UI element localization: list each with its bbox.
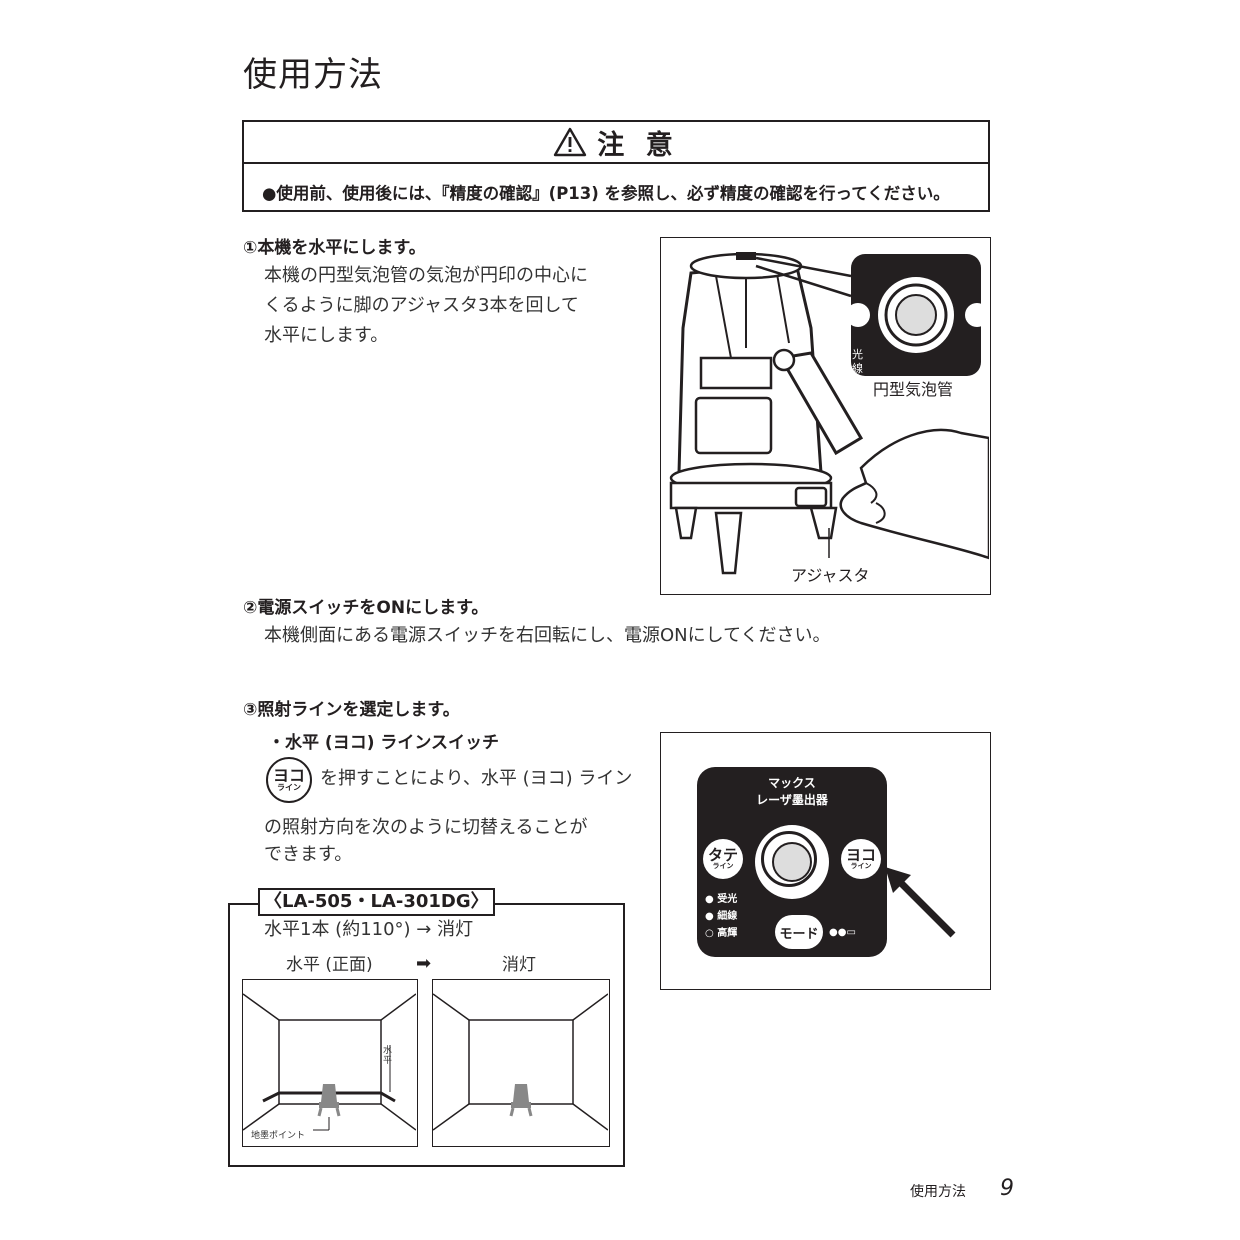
step3-subtitle: ・水平 (ヨコ) ラインスイッチ [268,733,500,753]
bubble-vial [755,825,829,899]
caution-heading-text: 注 意 [597,129,679,161]
laser-level-drawing: 光 線 円型気泡管 アジャスタ [669,252,991,585]
control-panel: マックス レーザ墨出器 タテ ライン ヨコ ライン ● 受光 ● 細線 ○ 高輝… [697,767,887,957]
indicator-receive: 受光 [717,894,738,905]
indicator-fine: 細線 [717,911,738,922]
state-horizontal-label: 水平 (正面) [286,955,373,975]
step2-text: 本機側面にある電源スイッチを右回転にし、電源ONにしてください。 [264,625,831,646]
control-panel-illustration: マックス レーザ墨出器 タテ ライン ヨコ ライン ● 受光 ● 細線 ○ 高輝… [660,732,991,990]
model-sequence: 水平1本 (約110°) → 消灯 [264,919,474,940]
step3-line-1: を押すことにより、水平 (ヨコ) ライン [320,768,633,789]
battery-icon: ●●▭ [829,927,856,938]
caution-heading: 注 意 [244,122,988,164]
page-title: 使用方法 [243,55,383,95]
step1-line-3: 水平にします。 [264,325,389,346]
yoko-line-button[interactable]: ヨコ ライン [841,839,881,879]
footer-section-label: 使用方法 [910,1184,966,1200]
inset-label-1: 光 [852,347,863,361]
brand-line-2: レーザ墨出器 [756,793,828,807]
step1-line-2: くるように脚のアジャスタ3本を回して [264,295,579,316]
horizontal-line-label: 水平 [383,1046,393,1066]
inset-label-2: 線 [852,361,863,375]
leveling-illustration: 光 線 円型気泡管 アジャスタ [660,237,991,595]
model-label: 〈LA-505・LA-301DG〉 [258,888,495,916]
step1-line-1: 本機の円型気泡管の気泡が円印の中心に [264,265,588,286]
warning-triangle-icon [554,127,587,157]
brand-line-1: マックス [768,776,816,790]
step3-line-2: の照射方向を次のように切替えることが [264,817,588,838]
ground-point-label: 地墨ポイント [251,1131,306,1141]
bubble-level-label: 円型気泡管 [873,380,953,399]
step2-title: ②電源スイッチをONにします。 [243,598,489,618]
tate-sub: ライン [712,862,734,870]
tate-main: タテ [707,846,738,864]
tate-line-button[interactable]: タテ ライン [703,839,743,879]
caution-text: ●使用前、使用後には、『精度の確認』(P13) を参照し、必ず精度の確認を行って… [262,184,950,203]
caution-box: 注 意 ●使用前、使用後には、『精度の確認』(P13) を参照し、必ず精度の確認… [242,120,990,212]
arrow-right-icon: ➡ [416,953,432,974]
step3-line-3: できます。 [264,844,353,865]
mode-button[interactable]: モード [775,915,823,949]
indicator-bright: 高輝 [717,928,738,939]
step3-title: ③照射ラインを選定します。 [243,700,460,720]
diagram-off [432,979,610,1147]
yoko-main: ヨコ [845,846,876,864]
step1-title: ①本機を水平にします。 [243,238,426,258]
indicator-list: ● 受光 ● 細線 ○ 高輝 [705,894,738,939]
state-off-label: 消灯 [502,955,536,975]
step1-text: 本機の円型気泡管の気泡が円印の中心に くるように脚のアジャスタ3本を回して 水平… [264,261,588,351]
adjuster-label: アジャスタ [791,566,870,585]
page-number: 9 [1000,1176,1014,1201]
yoko-button-badge: ヨコ ライン [266,757,312,803]
diagram-horizontal: 水平 地墨ポイント [242,979,418,1147]
yoko-badge-sub: ライン [277,783,301,792]
yoko-sub: ライン [850,862,872,870]
pointer-arrow-icon [885,867,956,938]
yoko-badge-main: ヨコ [272,766,305,785]
